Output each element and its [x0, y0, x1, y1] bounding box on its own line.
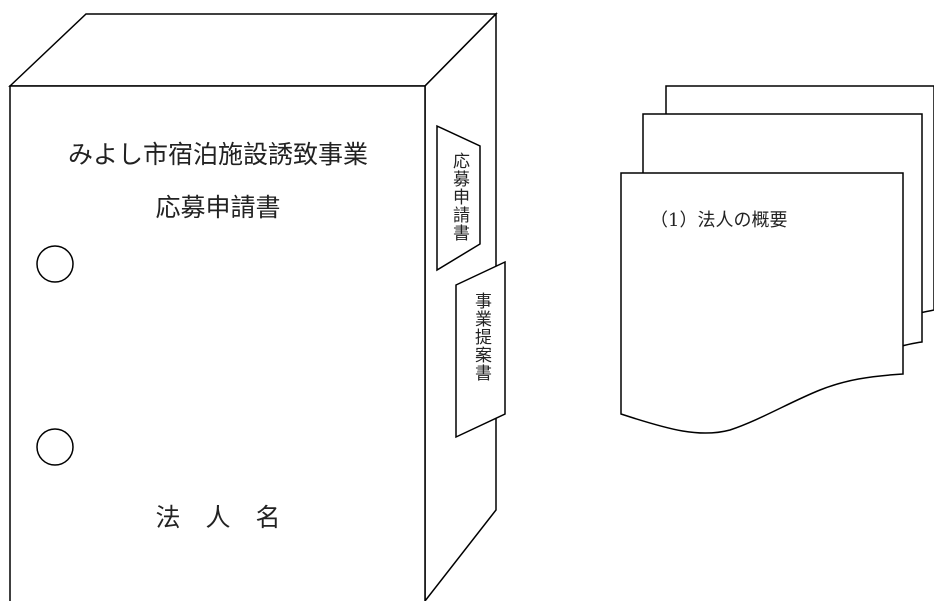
binder-front-face — [9, 85, 426, 601]
index-tab-proposal: 事業提案書 — [455, 260, 506, 439]
binder-top-face — [8, 13, 498, 87]
index-tab-application-label: 応募申請書 — [449, 152, 470, 242]
index-tab-application: 応募申請書 — [436, 124, 481, 272]
document-heading: （1）法人の概要 — [650, 210, 787, 231]
binder-ring-hole-top — [36, 245, 74, 283]
binder: みよし市宿泊施設誘致事業 応募申請書 法 人 名 — [8, 12, 498, 601]
index-tab-proposal-label: 事業提案書 — [471, 292, 492, 382]
index-tab-proposal-shape — [455, 260, 506, 439]
index-tab-application-shape — [436, 124, 481, 272]
binder-title-line1: みよし市宿泊施設誘致事業 — [68, 140, 368, 169]
document-sheet-front — [620, 172, 904, 434]
binder-ring-hole-bottom — [36, 428, 74, 466]
document-stack: （1）法人の概要 — [620, 85, 934, 434]
binder-title-line2: 応募申請書 — [155, 193, 280, 222]
corporate-name-label: 法 人 名 — [155, 503, 280, 532]
